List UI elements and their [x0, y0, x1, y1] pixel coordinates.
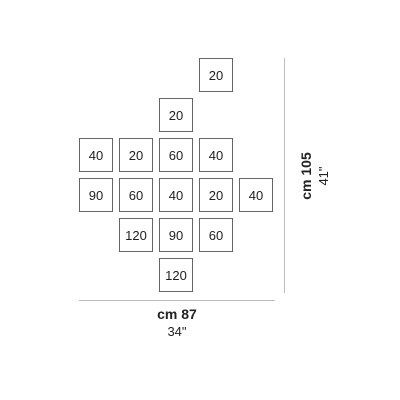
width-imperial: 34": [167, 324, 187, 339]
tile: 90: [159, 218, 193, 252]
tile: 120: [159, 258, 193, 292]
tile: 20: [159, 98, 193, 132]
tile: 40: [159, 178, 193, 212]
tile: 60: [159, 138, 193, 172]
tile: 40: [239, 178, 273, 212]
tile: 60: [199, 218, 233, 252]
height-dimension-label: cm 105 41": [298, 121, 338, 231]
tile: 20: [119, 138, 153, 172]
width-metric: cm 87: [157, 306, 197, 322]
tile: 90: [79, 178, 113, 212]
tile: 40: [199, 138, 233, 172]
width-dimension-label: cm 87 34": [79, 306, 275, 340]
width-dimension-line: [79, 300, 275, 301]
tile: 20: [199, 178, 233, 212]
tile: 60: [119, 178, 153, 212]
height-imperial: 41": [316, 166, 331, 186]
height-dimension-line: [284, 58, 285, 293]
height-metric: cm 105: [298, 152, 314, 200]
tile: 120: [119, 218, 153, 252]
tile: 40: [79, 138, 113, 172]
tile: 20: [199, 58, 233, 92]
